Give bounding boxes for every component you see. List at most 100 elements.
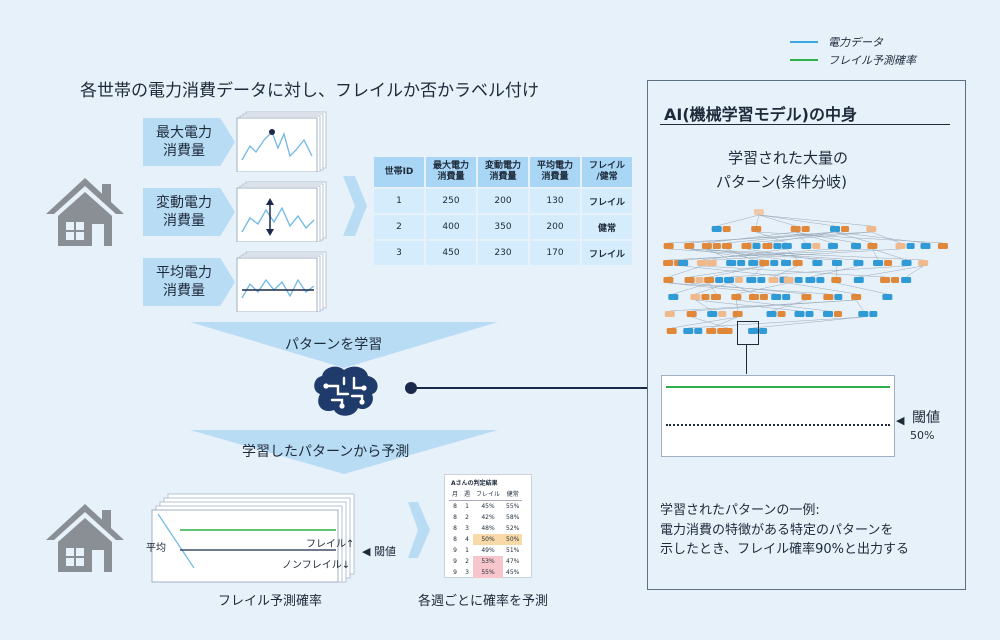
panel-desc-1: 学習されたパターンの一例: <box>660 503 820 518</box>
tree-node <box>726 260 737 266</box>
tree-node <box>722 226 731 232</box>
tree-node <box>694 328 703 334</box>
feature-max-line1: 最大電力 <box>156 125 212 141</box>
prediction-graph-stack <box>151 493 355 583</box>
feature-avg-line2: 消費量 <box>163 283 205 299</box>
tree-node <box>684 277 695 283</box>
highlight-node-box <box>737 321 759 345</box>
tree-node <box>690 294 701 300</box>
tree-node <box>771 294 782 300</box>
tree-node <box>715 277 724 283</box>
caption-weekly: 各週ごとに確率を予測 <box>418 594 549 609</box>
cell: 月 <box>452 491 459 498</box>
tree-node <box>827 243 838 249</box>
tree-node <box>753 209 764 215</box>
th-avg: 平均電力 消費量 <box>530 157 580 187</box>
cell: フレイル <box>476 491 501 498</box>
tree-node <box>664 311 675 317</box>
caption-prob: フレイル予測確率 <box>218 594 323 609</box>
tree-edge <box>726 231 836 244</box>
chevron-down-learn <box>190 322 498 368</box>
tree-edge <box>695 299 713 312</box>
graph-stack-var <box>236 181 327 242</box>
tree-node <box>704 277 715 283</box>
tree-node <box>770 260 779 266</box>
tree-edge <box>683 248 833 261</box>
pattern-graph <box>661 375 895 457</box>
graph-stack-avg <box>236 251 327 312</box>
cell: 170 <box>530 241 580 265</box>
tree-node <box>812 260 823 266</box>
tree-node <box>748 260 759 266</box>
highlight-connector <box>746 344 747 374</box>
panel-title-underline <box>660 124 950 125</box>
tree-node <box>937 243 948 249</box>
tree-node <box>695 277 704 283</box>
tree-node <box>663 277 674 283</box>
feature-avg-line1: 平均電力 <box>156 265 212 281</box>
tree-edge <box>695 299 800 312</box>
tree-node <box>757 277 766 283</box>
tree-node <box>841 226 850 232</box>
tree-node <box>663 243 674 249</box>
cell: 3 <box>374 241 424 265</box>
house-icon <box>46 504 124 572</box>
cell: 1 <box>374 189 424 213</box>
legend-frailty-line <box>790 59 818 61</box>
tree-node <box>759 328 768 334</box>
tree-node <box>823 311 834 317</box>
tree-node <box>762 243 773 249</box>
tree-node <box>781 260 792 266</box>
tree-node <box>901 277 912 283</box>
tree-node <box>805 311 814 317</box>
tree-node <box>920 243 931 249</box>
tree-node <box>666 328 677 334</box>
tree-node <box>851 243 862 249</box>
chevron-right-icon <box>343 176 367 236</box>
tree-edge <box>689 248 765 261</box>
th-label: フレイル /健常 <box>582 157 632 187</box>
graph-stack-max <box>236 111 327 172</box>
ai-model-panel: AI(機械学習モデル)の中身 学習された大量の パターン(条件分岐) ◀ 閾値 … <box>647 80 966 590</box>
tree-edge <box>689 248 924 261</box>
feature-var: 変動電力 消費量 <box>143 188 235 236</box>
tree-node <box>866 226 877 232</box>
tree-edge <box>728 265 907 278</box>
tree-edge <box>756 231 943 244</box>
tree-edge <box>758 214 796 227</box>
tree-node <box>759 260 770 266</box>
tree-node <box>731 294 742 300</box>
tree-edge <box>758 214 872 227</box>
brain-icon <box>314 366 378 416</box>
cell: 200 <box>478 189 528 213</box>
tree-edge <box>671 316 738 329</box>
tree-edge <box>695 282 730 295</box>
tree-edge <box>688 316 864 329</box>
cell: 350 <box>478 215 528 239</box>
house-icon <box>46 178 124 246</box>
cell: フレイル <box>582 241 632 265</box>
panel-threshold-label: 閾値 <box>912 410 940 426</box>
tree-edge <box>736 299 829 312</box>
top-caption: 各世帯の電力消費データに対し、フレイルか否かラベル付け <box>80 81 539 101</box>
tree-edge <box>701 265 886 278</box>
tree-node <box>783 277 794 283</box>
tree-edge <box>810 265 859 278</box>
tree-edge <box>706 231 796 244</box>
tree-node <box>684 243 695 249</box>
tree-node <box>777 311 786 317</box>
cell: 400 <box>426 215 476 239</box>
legend: 電力データ フレイル予測確率 <box>790 32 970 72</box>
table-row: 3 450 230 170 フレイル <box>374 241 632 265</box>
cell: 健常 <box>506 491 519 498</box>
tree-node <box>834 294 843 300</box>
tree-edge <box>758 214 836 227</box>
tree-node <box>741 243 752 249</box>
tree-node <box>882 294 893 300</box>
tree-node <box>678 260 689 266</box>
tree-node <box>701 294 710 300</box>
tree-node <box>801 243 812 249</box>
tree-node <box>851 294 862 300</box>
tree-edge <box>872 248 907 261</box>
